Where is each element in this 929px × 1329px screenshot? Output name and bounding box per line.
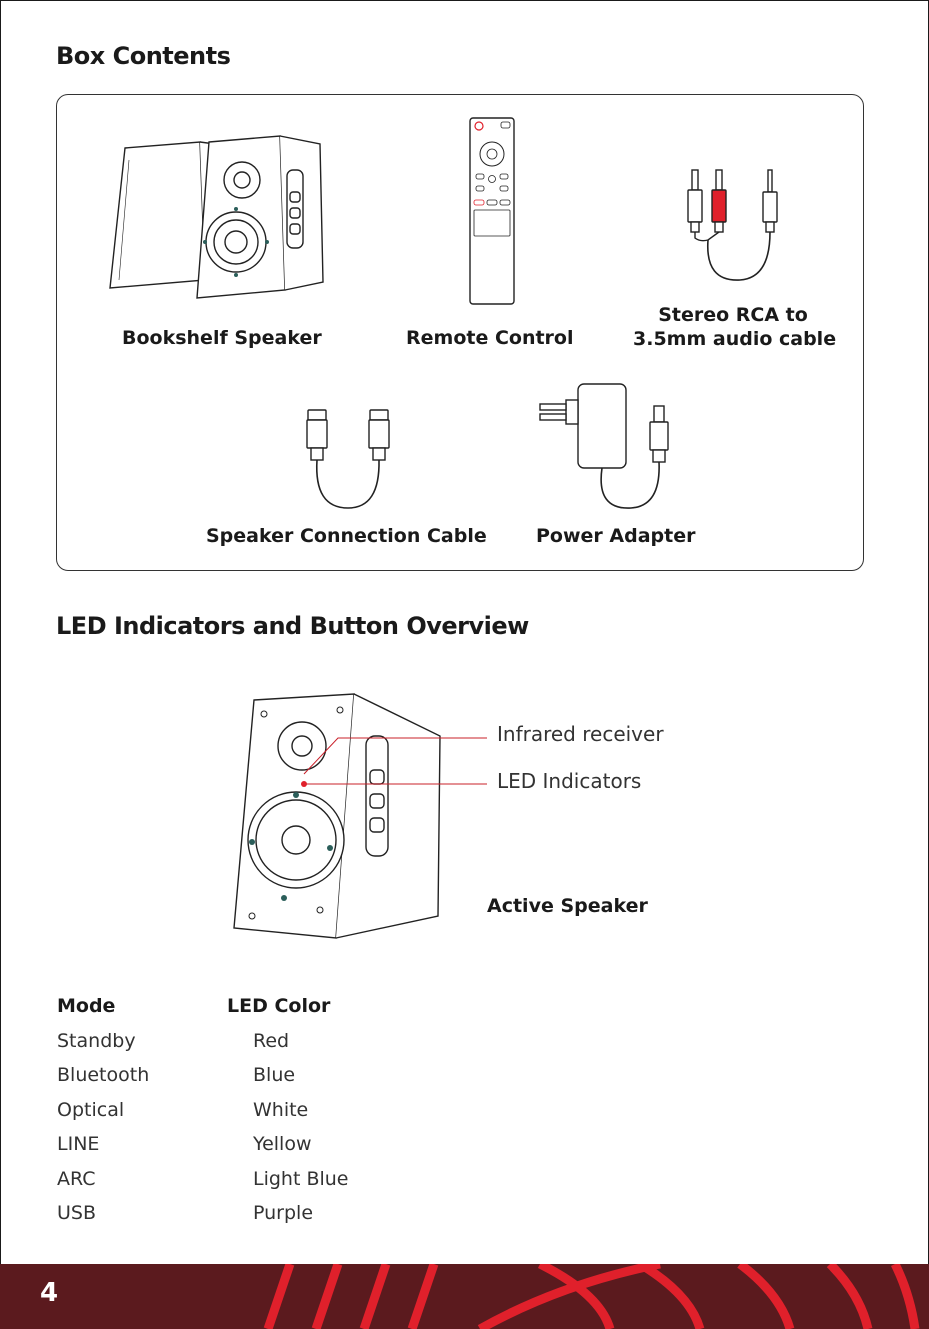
table-row-mode: Standby — [57, 1030, 136, 1052]
speaker-connection-cable-label: Speaker Connection Cable — [206, 525, 487, 547]
bookshelf-speaker-label: Bookshelf Speaker — [122, 327, 322, 349]
rca-cable-label-line2: 3.5mm audio cable — [633, 327, 833, 351]
bookshelf-speaker-illustration — [105, 130, 335, 300]
active-speaker-label: Active Speaker — [487, 895, 648, 917]
led-overview-heading: LED Indicators and Button Overview — [56, 612, 529, 640]
table-row-color: White — [253, 1099, 308, 1121]
infrared-receiver-callout: Infrared receiver — [497, 722, 664, 746]
power-adapter-label: Power Adapter — [536, 525, 695, 547]
mode-column-header: Mode — [57, 995, 115, 1017]
table-row-mode: ARC — [57, 1168, 96, 1190]
rca-cable-label-line1: Stereo RCA to — [633, 303, 833, 327]
rca-cable-label: Stereo RCA to 3.5mm audio cable — [633, 303, 833, 351]
table-row-color: Blue — [253, 1064, 295, 1086]
table-row-color: Light Blue — [253, 1168, 349, 1190]
table-row-color: Yellow — [253, 1133, 312, 1155]
table-row-color: Red — [253, 1030, 289, 1052]
rca-cable-illustration — [680, 166, 790, 286]
table-row-mode: LINE — [57, 1133, 99, 1155]
power-adapter-illustration — [536, 382, 686, 512]
box-contents-heading: Box Contents — [56, 42, 230, 70]
page-footer: 4 — [0, 1264, 929, 1329]
led-indicators-callout: LED Indicators — [497, 769, 641, 793]
led-color-column-header: LED Color — [227, 995, 330, 1017]
footer-stripes-decoration — [0, 1264, 929, 1329]
speaker-connection-cable-illustration — [300, 406, 400, 516]
table-row-mode: Bluetooth — [57, 1064, 149, 1086]
table-row-mode: Optical — [57, 1099, 124, 1121]
table-row-mode: USB — [57, 1202, 96, 1224]
table-row-color: Purple — [253, 1202, 313, 1224]
remote-control-label: Remote Control — [406, 327, 574, 349]
remote-control-illustration — [468, 116, 518, 306]
